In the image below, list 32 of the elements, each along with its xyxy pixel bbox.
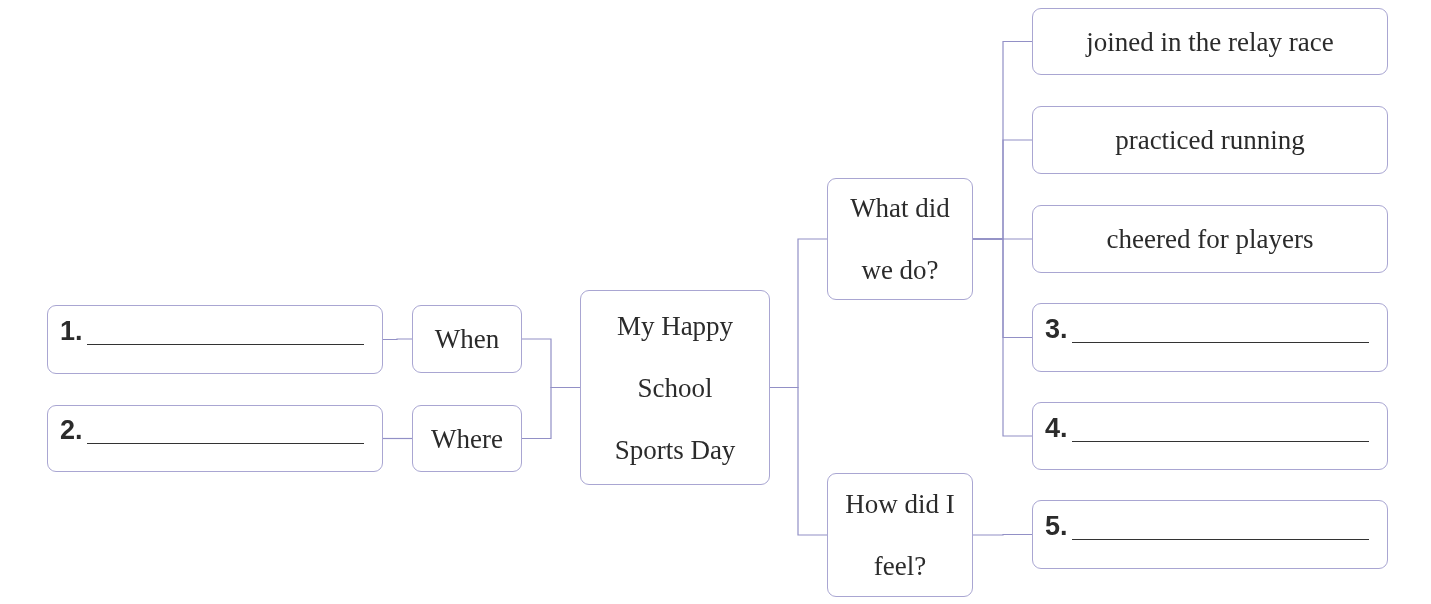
topic-text: My Happy School Sports Day (613, 309, 737, 467)
connector-line (769, 386, 828, 536)
topic-box (1032, 106, 1388, 174)
topic-box (1032, 8, 1388, 75)
topic-box (412, 405, 522, 472)
topic-box (580, 290, 770, 485)
answer-box (1032, 500, 1388, 569)
answer-box (47, 405, 383, 472)
answer-box (1032, 402, 1388, 470)
topic-text: cheered for players (1106, 223, 1314, 256)
item-number: 3. (1045, 316, 1068, 343)
topic-text: joined in the relay race (1086, 25, 1334, 59)
answer-box (1032, 303, 1388, 372)
item-number: 1. (60, 318, 83, 345)
topic-text: When (434, 323, 500, 356)
topic-box (827, 473, 973, 597)
connector-line (382, 338, 413, 341)
topic-box (1032, 205, 1388, 273)
connector-line (521, 386, 581, 440)
topic-text: Where (431, 422, 503, 456)
topic-text: How did I feel? (844, 488, 956, 583)
connector-line (972, 533, 1033, 536)
topic-text: practiced running (1115, 124, 1305, 157)
topic-box (827, 178, 973, 300)
connector-line (382, 437, 413, 440)
item-number: 2. (60, 417, 83, 444)
topic-text: What did we do? (849, 192, 951, 287)
answer-box (47, 305, 383, 374)
connector-line (972, 238, 1033, 437)
item-number: 4. (1045, 414, 1068, 442)
item-number: 5. (1045, 513, 1068, 540)
topic-box (412, 305, 522, 373)
